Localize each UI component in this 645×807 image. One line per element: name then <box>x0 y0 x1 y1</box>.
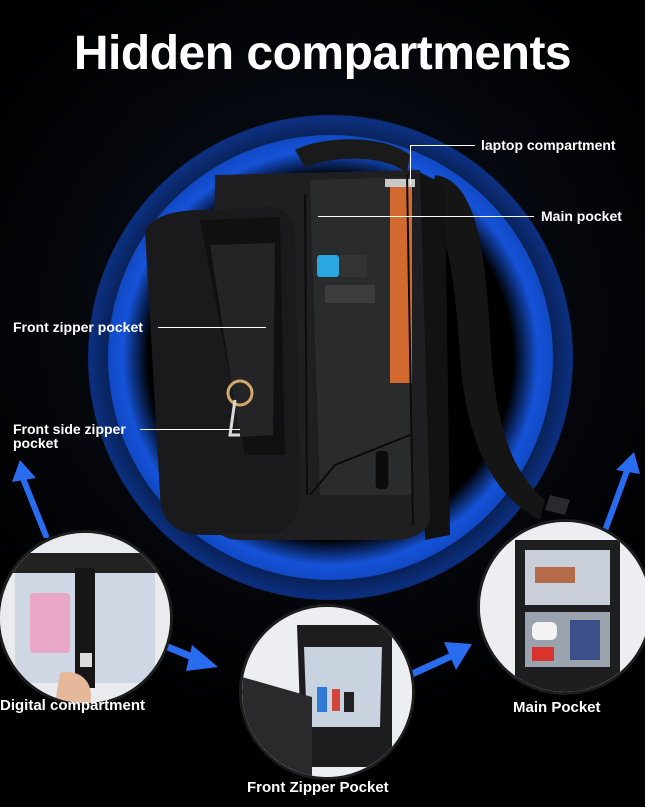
digital-compartment-caption: Digital compartment <box>0 697 146 714</box>
digital-compartment-photo <box>0 530 173 706</box>
laptop-callout-drop <box>410 145 411 185</box>
main-pocket-label: Main pocket <box>541 208 622 224</box>
arrow-right-icon-2 <box>408 642 472 678</box>
main-pocket-caption: Main Pocket <box>513 699 601 716</box>
front-side-callout-line <box>140 429 240 430</box>
main-pocket-callout-line <box>318 216 534 217</box>
front-zipper-pocket-label: Front zipper pocket <box>13 319 143 335</box>
arrow-up-left-icon <box>12 460 49 538</box>
headline: Hidden compartments <box>73 27 572 80</box>
laptop-compartment-label: laptop compartment <box>481 137 616 153</box>
backpack-illustration <box>145 139 570 540</box>
front-zipper-pocket-caption: Front Zipper Pocket <box>247 779 389 796</box>
laptop-callout-line <box>410 145 475 146</box>
front-zipper-callout-line <box>158 327 266 328</box>
front-side-zipper-label-line1: Front side zipper <box>13 421 126 437</box>
front-side-zipper-label-line2: pocket <box>13 435 59 451</box>
main-pocket-photo <box>477 519 645 695</box>
arrow-up-right-icon <box>603 452 640 530</box>
front-zipper-pocket-photo <box>239 604 415 780</box>
